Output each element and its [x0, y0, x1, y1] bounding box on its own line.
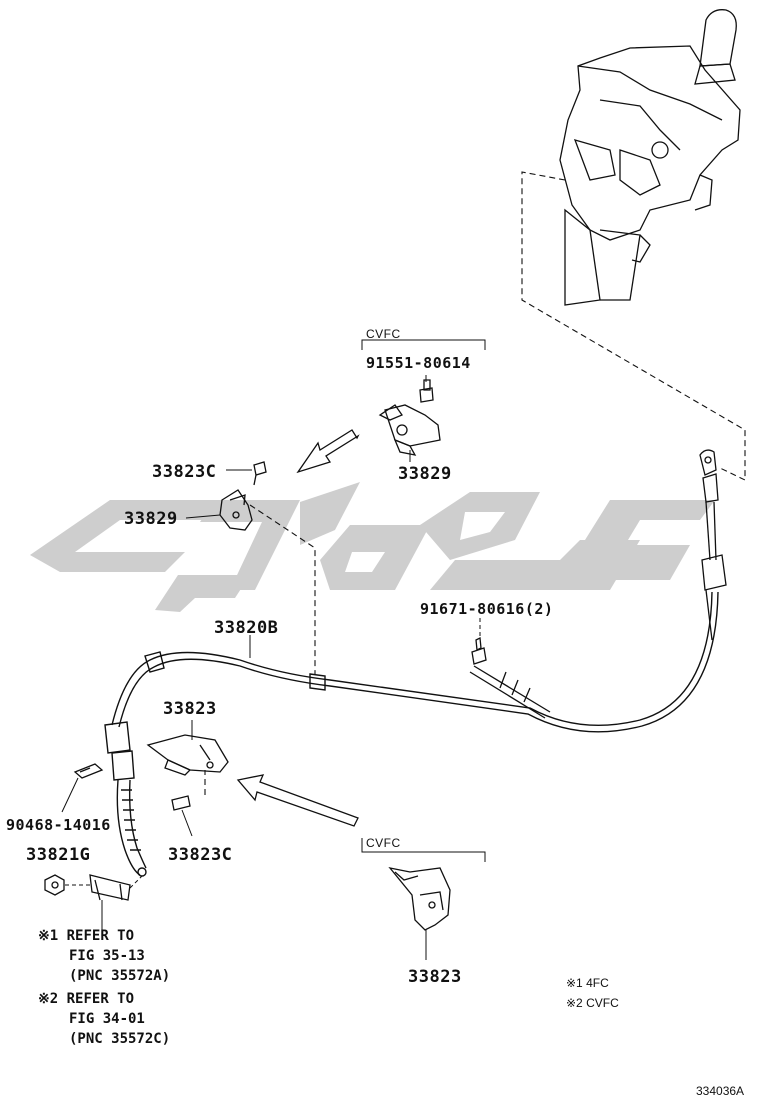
dashed-reference-lines — [204, 171, 746, 795]
note-2-mark: ※2 — [38, 991, 59, 1007]
legend-2-mark: ※2 — [566, 996, 583, 1010]
legend-1: ※1 4FC — [566, 976, 609, 990]
direction-arrows — [236, 429, 360, 827]
note-2-line3: (PNC 35572C) — [69, 1031, 171, 1047]
nut-and-plate — [44, 874, 131, 901]
note-1-line2: FIG 35-13 — [69, 948, 145, 964]
note-2-line2: FIG 34-01 — [69, 1011, 145, 1027]
label-91551-80614: 91551-80614 — [366, 354, 471, 372]
label-33821G: 33821G — [26, 845, 91, 865]
label-91671-80616: 91671-80616(2) — [420, 600, 554, 618]
leader-nut — [65, 875, 143, 889]
label-33823-bottom: 33823 — [408, 967, 462, 987]
bracket-33823-bottom — [388, 867, 451, 931]
note-1: ※1 REFER TO FIG 35-13 (PNC 35572A) — [38, 926, 170, 986]
label-cvfc-top: CVFC — [366, 327, 401, 341]
cable-clamp — [469, 636, 551, 719]
label-33829-top: 33829 — [398, 464, 452, 484]
legend-1-text: 4FC — [586, 976, 609, 990]
legend-1-mark: ※1 — [566, 976, 583, 990]
legend-2: ※2 CVFC — [566, 996, 619, 1010]
label-33823-lower: 33823 — [163, 699, 217, 719]
note-2-line1: REFER TO — [66, 991, 135, 1007]
leader-lines — [61, 339, 486, 960]
note-1-line1: REFER TO — [66, 928, 135, 944]
label-33820B: 33820B — [214, 618, 279, 638]
note-1-mark: ※1 — [38, 928, 59, 944]
diagram-code: 334036A — [696, 1084, 745, 1098]
bracket-33829-left — [219, 461, 267, 531]
label-33823C-lower: 33823C — [168, 845, 233, 865]
clip-90468 — [73, 763, 104, 779]
watermark-logo — [30, 482, 715, 612]
bracket-33829-top — [378, 379, 441, 456]
upper-cable-end — [699, 449, 727, 641]
label-33823C-left: 33823C — [152, 462, 217, 482]
label-90468-14016: 90468-14016 — [6, 816, 111, 834]
note-2: ※2 REFER TO FIG 34-01 (PNC 35572C) — [38, 989, 170, 1049]
label-33829-left: 33829 — [124, 509, 178, 529]
note-1-line3: (PNC 35572A) — [69, 968, 171, 984]
control-cable — [104, 591, 719, 877]
label-cvfc-bottom: CVFC — [366, 836, 401, 850]
legend-2-text: CVFC — [586, 996, 619, 1010]
shift-lever-assembly — [559, 9, 741, 306]
bracket-33823-lower — [146, 734, 229, 811]
